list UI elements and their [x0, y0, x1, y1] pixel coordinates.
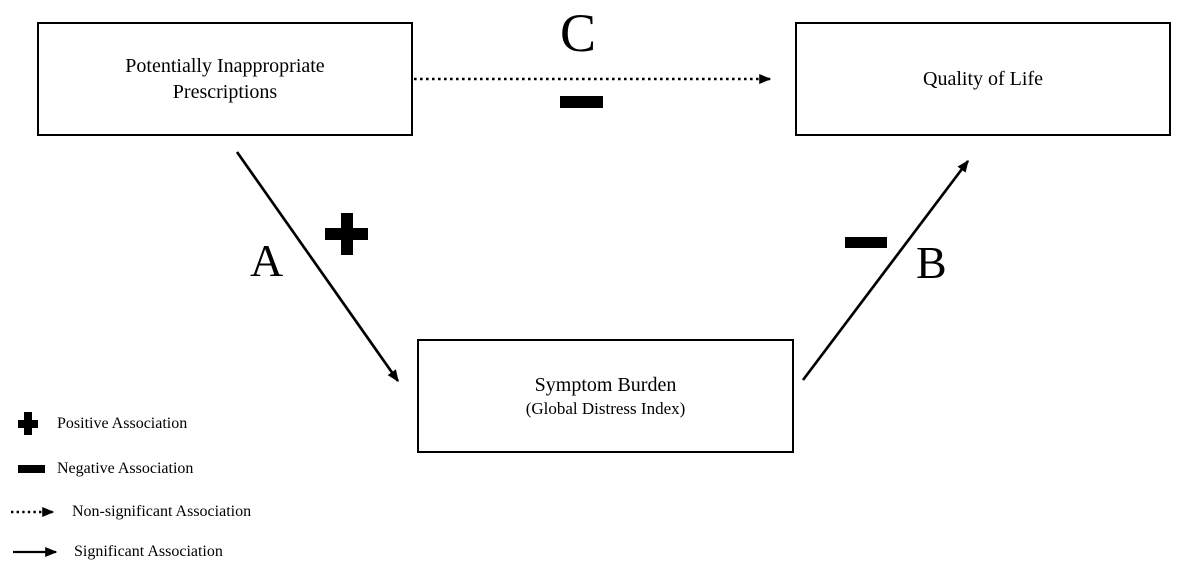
predictor-box-line1: Potentially Inappropriate — [125, 55, 325, 77]
legend-item-label: Positive Association — [57, 414, 188, 432]
mediator-box: Symptom Burden (Global Distress Index) — [417, 339, 794, 453]
mediator-box-line1: Symptom Burden — [534, 374, 677, 396]
outcome-box: Quality of Life — [795, 22, 1171, 136]
solid-arrow-icon — [12, 546, 62, 558]
legend-item-significant: Significant Association — [12, 539, 223, 564]
dotted-arrow-icon — [10, 506, 60, 518]
path-c-label: C — [559, 3, 597, 63]
minus-icon — [18, 464, 45, 473]
minus-icon — [845, 237, 887, 248]
legend-item-nonsignificant: Non-significant Association — [10, 499, 251, 524]
predictor-box: Potentially Inappropriate Prescriptions — [37, 22, 413, 136]
path-b-label: B — [916, 237, 947, 288]
legend-item-negative: Negative Association — [18, 456, 193, 481]
legend-item-label: Non-significant Association — [72, 502, 252, 520]
predictor-box-line2: Prescriptions — [172, 81, 278, 103]
plus-icon — [18, 412, 38, 435]
minus-icon — [560, 96, 603, 108]
plus-icon — [325, 213, 368, 255]
mediator-box-line2: (Global Distress Index) — [525, 399, 686, 418]
legend-item-positive: Positive Association — [18, 411, 187, 436]
legend-item-label: Significant Association — [74, 542, 223, 560]
path-a-label: A — [250, 235, 284, 286]
outcome-box-label: Quality of Life — [923, 68, 1043, 90]
legend-item-label: Negative Association — [57, 459, 194, 477]
